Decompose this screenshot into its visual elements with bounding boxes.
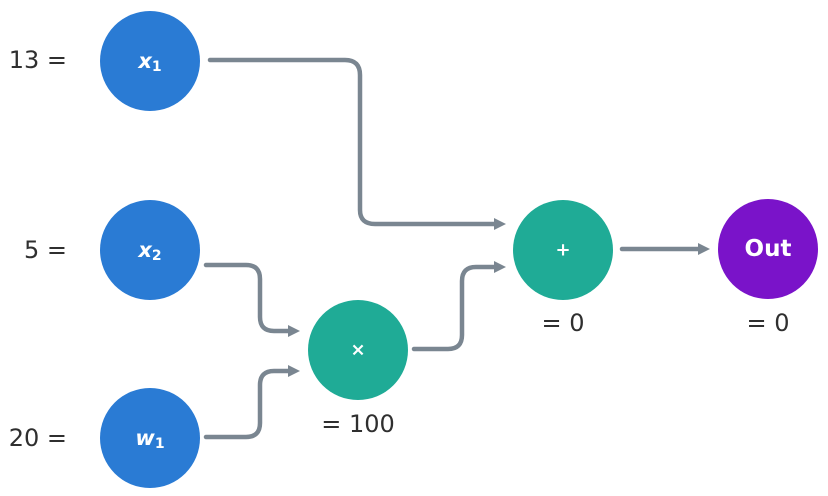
w1-base: w xyxy=(135,426,155,450)
svg-text:x1: x1 xyxy=(137,49,161,75)
out-label: Out xyxy=(745,236,792,262)
x2-subscript: 2 xyxy=(152,248,162,264)
svg-text:w1: w1 xyxy=(135,426,164,452)
x1-value-label: 13 = xyxy=(9,46,67,74)
node-x2: x2 xyxy=(100,200,200,300)
edge-x1-to-add xyxy=(207,57,506,230)
x1-subscript: 1 xyxy=(152,59,162,75)
w1-value-label: 20 = xyxy=(9,424,67,452)
add-result-label: = 0 xyxy=(541,309,584,337)
node-out: Out xyxy=(718,199,818,299)
edge-multiply-to-add xyxy=(411,261,506,352)
edge-x2-to-multiply xyxy=(203,262,300,337)
x1-base: x xyxy=(137,49,153,73)
node-x1: x1 xyxy=(100,11,200,111)
x2-value-label: 5 = xyxy=(24,236,67,264)
out-result-label: = 0 xyxy=(746,309,789,337)
multiply-symbol: × xyxy=(350,340,365,361)
w1-subscript: 1 xyxy=(155,436,165,452)
edge-w1-to-multiply xyxy=(203,365,300,440)
edges xyxy=(203,57,710,440)
node-multiply: × xyxy=(308,300,408,400)
multiply-result-label: = 100 xyxy=(321,410,395,438)
node-add: + xyxy=(513,200,613,300)
svg-text:x2: x2 xyxy=(137,238,161,264)
add-symbol: + xyxy=(555,240,570,261)
x2-base: x xyxy=(137,238,153,262)
node-w1: w1 xyxy=(100,388,200,488)
